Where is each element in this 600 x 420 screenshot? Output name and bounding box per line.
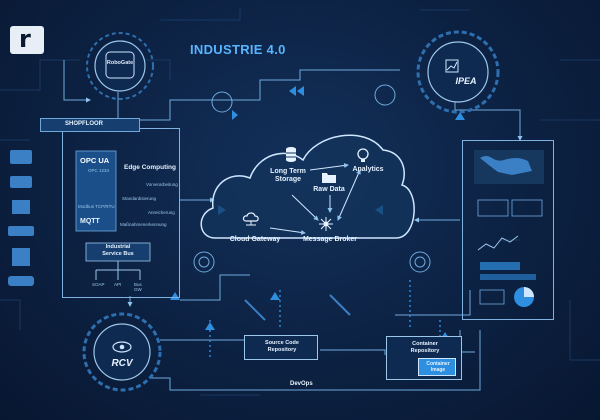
- message-broker-label: Message Broker: [302, 236, 358, 243]
- diagram-title: INDUSTRIE 4.0: [190, 42, 286, 57]
- edge-item-1: Vorverarbeitung: [146, 182, 178, 187]
- analytics-label: Analytics: [352, 166, 384, 173]
- database-icon: [286, 146, 296, 162]
- container-image-box: Container Image: [418, 358, 456, 376]
- cloud-gateway-icon: [242, 212, 260, 228]
- bus-label-api: API: [114, 282, 122, 287]
- container-image-label: Container Image: [426, 361, 450, 373]
- container-repository-label: Container Repository: [410, 341, 440, 354]
- shopfloor-graphics: [75, 150, 151, 280]
- opcua-sub-label: OPC 1234: [88, 168, 110, 173]
- edge-item-2: Standardisierung: [122, 196, 157, 201]
- devops-label: DevOps: [290, 381, 313, 387]
- mqtt-label: MQTT: [80, 218, 100, 225]
- robogate-label: RoboGate: [106, 60, 134, 66]
- opcua-label: OPC UA: [80, 156, 110, 165]
- dashboard-graphics: [474, 150, 544, 307]
- service-bus-label: Industrial Service Bus: [102, 244, 134, 257]
- ipea-label: IPEA: [455, 76, 477, 86]
- bus-label-soap: SOAP: [92, 282, 105, 287]
- small-gear-icons: [193, 84, 431, 273]
- broker-network-icon: [318, 216, 334, 232]
- company-logo: r: [10, 25, 44, 54]
- modbus-label: Modbus TCP/RTU: [78, 204, 115, 209]
- source-code-repository-label: Source Code Repository: [265, 340, 299, 353]
- shopfloor-label: SHOPFLOOR: [65, 121, 104, 127]
- lightbulb-icon: [356, 148, 370, 164]
- rcv-hub: [82, 312, 162, 392]
- circuit-traces: [0, 8, 600, 396]
- logo-letter: r: [19, 25, 31, 53]
- dashboard-panel: [462, 140, 554, 320]
- folder-icon: [322, 170, 336, 183]
- edge-computing-label: Edge Computing: [124, 164, 176, 171]
- robogate-hub: [86, 32, 154, 100]
- source-code-repository-box: Source Code Repository: [244, 335, 318, 360]
- cloud-flow-arrows: [269, 163, 361, 235]
- cloud-gateway-label: Cloud Gateway: [229, 236, 281, 243]
- rcv-label: RCV: [111, 358, 133, 369]
- shopfloor-tag: SHOPFLOOR: [40, 118, 140, 132]
- edge-item-3: Anreicherung: [148, 210, 175, 215]
- bus-label-gw: Bus GW: [134, 282, 142, 292]
- edge-item-4: Maßnahmenerkennung: [120, 222, 167, 227]
- raw-data-label: Raw Data: [313, 186, 345, 193]
- cloud-shape: [200, 134, 415, 239]
- long-term-storage-label: Long Term Storage: [270, 168, 306, 183]
- ipea-hub: [416, 30, 500, 114]
- machine-icons-column: [8, 150, 34, 286]
